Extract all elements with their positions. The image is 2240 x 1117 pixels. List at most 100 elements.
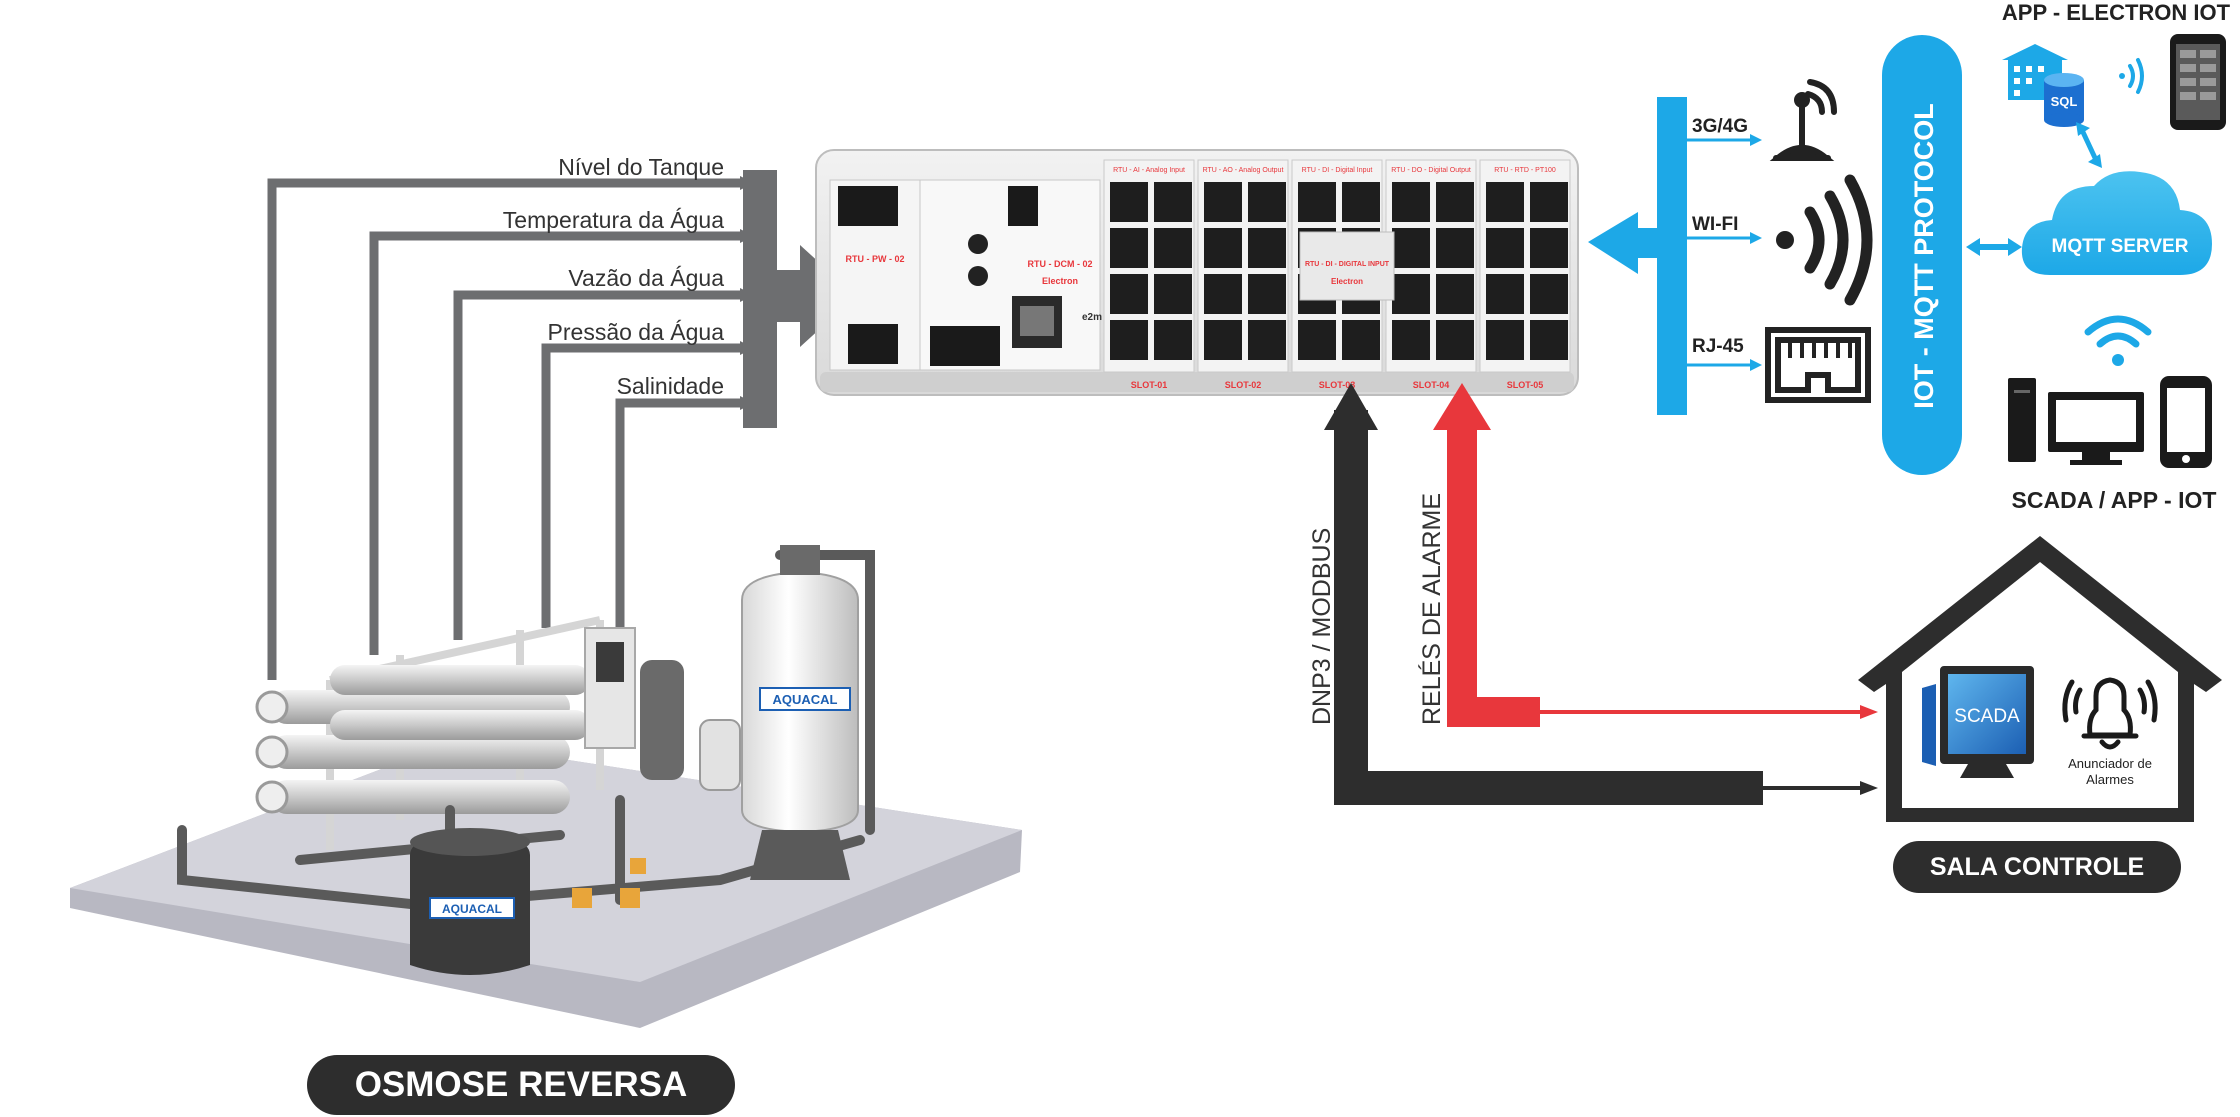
scada-monitor-icon: SCADA [1922, 666, 2034, 778]
rtu-di-label: RTU - DI - DIGITAL INPUT [1305, 261, 1390, 268]
rtu-slot-title: RTU - AO - Analog Output [1203, 167, 1284, 174]
rtu-terminal-block [1204, 182, 1242, 222]
control-room-title-badge: SALA CONTROLE [1893, 841, 2181, 893]
rtu-terminal-block [1154, 228, 1192, 268]
rtu-terminal-block [1530, 274, 1568, 314]
rtu-terminal-block [1392, 228, 1430, 268]
sensor-line-flow [453, 290, 740, 640]
rtu-terminal-block [1298, 320, 1336, 360]
rtu-terminal-block [1248, 228, 1286, 268]
database-icon: SQL [2044, 73, 2084, 127]
alarm-bell-icon [2062, 677, 2158, 750]
building-icon [2002, 44, 2068, 100]
rtu-slot-title: RTU - DO - Digital Output [1391, 167, 1471, 174]
sensor-label-salinity: Salinidade [617, 373, 724, 399]
rtu-terminal-block [1486, 320, 1524, 360]
sensor-label-level: Nível do Tanque [558, 154, 724, 180]
rtu-terminal-block [1154, 274, 1192, 314]
rtu-terminal-block [1298, 182, 1336, 222]
sql-label: SQL [2051, 94, 2078, 109]
rtu-terminal-block [1342, 182, 1380, 222]
rtu-slot-label: SLOT-02 [1225, 380, 1262, 390]
rtu-terminal-block [1154, 182, 1192, 222]
rtu-slot-title: RTU - AI - Analog Input [1113, 167, 1185, 174]
control-room-title: SALA CONTROLE [1929, 852, 2145, 881]
rtu-terminal-block [1392, 320, 1430, 360]
rtu-terminal-block [1110, 274, 1148, 314]
comms-section: 3G/4G WI-FI RJ-45 [1588, 79, 1873, 415]
rtu-slot-label: SLOT-01 [1131, 380, 1168, 390]
small-wifi-icon [2119, 58, 2144, 94]
rtu-terminal-block [1436, 320, 1474, 360]
rtu-terminal-block [1110, 320, 1148, 360]
rtu-terminal-block [1392, 274, 1430, 314]
rtu-device: RTU - PW - 02 RTU - DCM - 02 Electron e2… [815, 149, 1579, 396]
sensor-line-pressure [541, 343, 740, 628]
plant-title: OSMOSE REVERSA [354, 1065, 688, 1104]
tank-brand-label: AQUACAL [442, 902, 502, 916]
rtu-slot-label: SLOT-03 [1319, 380, 1356, 390]
rtu-slot-label: SLOT-04 [1413, 380, 1450, 390]
sensor-line-level [267, 178, 740, 680]
wifi-icon [1776, 174, 1873, 306]
rtu-terminal-block [1486, 182, 1524, 222]
scada-devices: SCADA / APP - IOT [2008, 315, 2217, 513]
rtu-terminal-block [1392, 182, 1430, 222]
sensor-labels: Nível do Tanque Temperatura da Água Vazã… [503, 154, 724, 399]
rtu-terminal-block [1248, 274, 1286, 314]
mqtt-protocol-pill [1882, 35, 1962, 475]
plant-control-panel [584, 627, 636, 749]
rtu-di-module [1299, 231, 1395, 301]
scada-screen-label: SCADA [1954, 706, 2020, 727]
rtu-terminal-block [1436, 182, 1474, 222]
rtu-terminal-block [1530, 320, 1568, 360]
scada-label: SCADA / APP - IOT [2012, 487, 2217, 513]
mqtt-protocol-label: IOT - MQTT PROTOCOL [1909, 103, 1939, 408]
antenna-icon [1769, 79, 1837, 161]
rtu-pw-label: RTU - PW - 02 [845, 254, 904, 264]
sensor-collector-bar [743, 170, 777, 428]
rtu-terminal-block [1204, 320, 1242, 360]
rtu-terminal-block [1110, 182, 1148, 222]
rtu-terminal-block [1530, 228, 1568, 268]
vessel-brand-label: AQUACAL [773, 692, 838, 707]
sensor-line-salinity [615, 398, 740, 628]
modbus-link: DNP3 / MODBUS [1308, 383, 1878, 805]
modbus-label: DNP3 / MODBUS [1308, 528, 1336, 725]
rtu-terminal-block [1204, 274, 1242, 314]
rtu-terminal-block [1436, 274, 1474, 314]
rtu-slot-title: RTU - RTD - PT100 [1494, 167, 1556, 174]
pressure-vessel: AQUACAL [741, 545, 859, 880]
rtu-di-brand: Electron [1331, 277, 1363, 286]
desktop-computer-icon [2008, 378, 2144, 465]
plant-title-badge: OSMOSE REVERSA [307, 1055, 735, 1115]
sensor-line-temperature [369, 231, 740, 655]
app-title: APP - ELECTRON IOT [2002, 0, 2231, 25]
smartphone-icon [2170, 34, 2226, 130]
sensor-label-flow: Vazão da Água [568, 265, 724, 291]
alarm-label: RELÉS DE ALARME [1417, 493, 1446, 725]
rtu-brand-label: Electron [1042, 276, 1078, 286]
membrane-tubes [255, 665, 590, 814]
rtu-terminal-block [1486, 228, 1524, 268]
rtu-terminal-block [1204, 228, 1242, 268]
mqtt-cloud-icon [2021, 171, 2212, 275]
rtu-terminal-block [1248, 182, 1286, 222]
rtu-terminal-block [1154, 320, 1192, 360]
sensor-lines [267, 178, 740, 680]
rtu-terminal-block [1342, 320, 1380, 360]
annunciator-label-line2: Alarmes [2086, 772, 2134, 787]
sensor-label-temperature: Temperatura da Água [503, 207, 724, 233]
rtu-slot-title: RTU - DI - Digital Input [1302, 167, 1373, 174]
mqtt-protocol: IOT - MQTT PROTOCOL [1882, 35, 1962, 475]
rtu-dcm-label: RTU - DCM - 02 [1028, 259, 1093, 269]
alarm-link: RELÉS DE ALARME [1417, 383, 1878, 727]
rtu-model-label: e2m [1082, 312, 1102, 323]
protocol-cloud-link [1966, 238, 2022, 256]
comms-label-3g: 3G/4G [1692, 116, 1748, 137]
comms-label-wifi: WI-FI [1692, 214, 1738, 235]
comms-label-rj45: RJ-45 [1692, 336, 1744, 357]
rtu-slot-label: SLOT-05 [1507, 380, 1544, 390]
rtu-terminal-block [1110, 228, 1148, 268]
